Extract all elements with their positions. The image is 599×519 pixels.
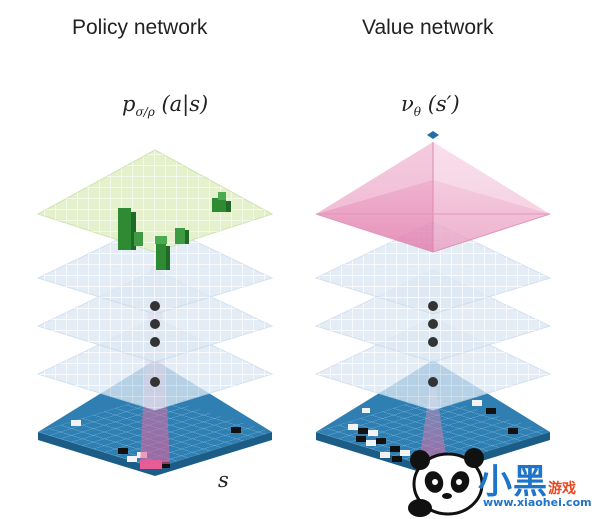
watermark-url: www.xiaohei.com xyxy=(483,496,592,509)
value-output-node-icon xyxy=(427,131,439,139)
watermark-logo xyxy=(408,448,484,517)
ellipsis-vertical-icon xyxy=(428,301,438,387)
value-formula: νθ (s′) xyxy=(401,92,460,119)
watermark-chinese: 游戏 xyxy=(548,481,576,497)
policy-hidden-layer xyxy=(36,317,274,411)
policy-output-layer xyxy=(36,149,274,270)
policy-formula-symbol: p xyxy=(122,92,136,116)
stone-black xyxy=(118,448,128,454)
policy-hidden-layer xyxy=(36,221,274,315)
value-formula-args: (s′) xyxy=(427,92,460,116)
value-board-stones xyxy=(348,400,518,462)
state-label: s xyxy=(218,468,229,492)
policy-probability-bars xyxy=(118,192,231,270)
value-pyramid xyxy=(315,142,551,253)
stone-black xyxy=(231,427,241,433)
stone-white xyxy=(71,420,81,426)
value-formula-subscript: θ xyxy=(413,105,422,120)
policy-network-title: Policy network xyxy=(72,16,208,39)
value-hidden-layer xyxy=(314,269,552,363)
value-hidden-layer xyxy=(314,317,552,411)
policy-formula-args: (a|s) xyxy=(161,92,209,116)
value-formula-symbol: ν xyxy=(401,92,414,116)
policy-formula-subscript: σ/ρ xyxy=(135,105,155,120)
panda-mascot-icon xyxy=(408,448,484,517)
policy-hidden-layer xyxy=(36,269,274,363)
policy-network-stack xyxy=(36,149,274,476)
value-network-stack xyxy=(314,131,552,476)
policy-formula: pσ/ρ (a|s) xyxy=(122,92,208,119)
value-network-title: Value network xyxy=(362,16,494,39)
value-beam xyxy=(418,388,448,468)
stone-black xyxy=(160,462,170,468)
watermark-brand: 小黑 xyxy=(478,462,548,502)
stone-highlight xyxy=(140,460,162,469)
ellipsis-vertical-icon xyxy=(150,301,160,387)
stone-white xyxy=(127,456,137,462)
value-hidden-layer xyxy=(314,221,552,315)
